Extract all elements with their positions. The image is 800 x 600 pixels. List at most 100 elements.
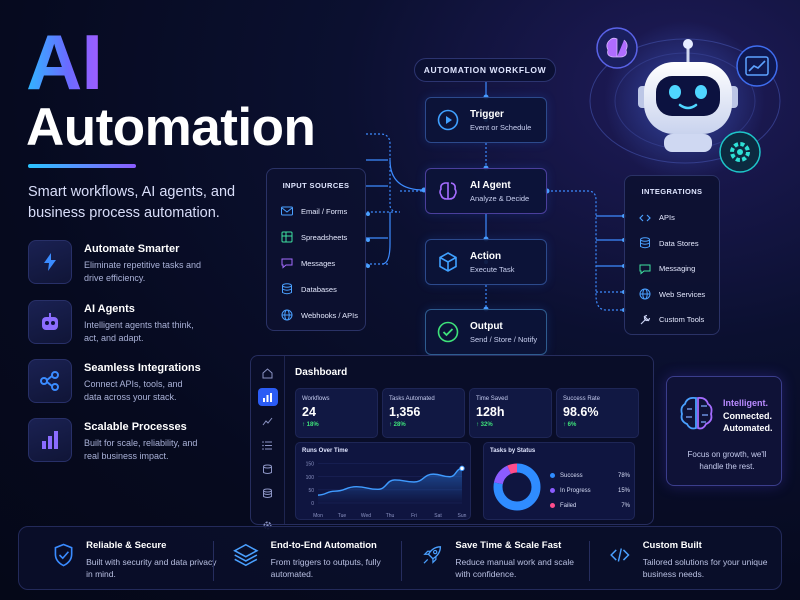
integration-apis[interactable]: APIs	[625, 205, 719, 231]
tools-icon	[640, 314, 651, 325]
x-tick-label: Fri	[411, 513, 417, 519]
stat-time-saved: Time Saved 128h ↑ 32%	[469, 388, 552, 438]
list-icon[interactable]	[258, 436, 278, 454]
feature-seamless-integrations: Seamless Integrations Connect APIs, tool…	[28, 359, 238, 415]
series-line	[317, 467, 463, 496]
database-icon[interactable]	[258, 460, 278, 478]
rocket-icon	[423, 546, 442, 564]
legend-dot	[550, 503, 555, 508]
intel-sub: Focus on growth, we'll handle the rest.	[687, 450, 767, 471]
feature-desc: Connect APIs, tools, and data across you…	[84, 379, 183, 402]
step-sub: Analyze & Decide	[470, 193, 530, 203]
x-tick-label: Sun	[458, 513, 467, 519]
x-tick-label: Thu	[386, 513, 395, 519]
benefit-custom-built: Custom Built Tailored solutions for your…	[609, 527, 779, 591]
source-label: Spreadsheets	[301, 232, 348, 242]
database-icon	[640, 237, 650, 249]
source-databases[interactable]: Databases	[267, 276, 365, 302]
brain-orbit-icon	[596, 27, 638, 69]
mail-icon	[281, 206, 293, 216]
legend-value: 78%	[617, 472, 630, 479]
data-point	[459, 465, 465, 472]
analytics-icon[interactable]	[257, 388, 278, 406]
source-email-forms[interactable]: Email / Forms	[267, 198, 365, 224]
stat-change: ↑ 28%	[389, 422, 406, 428]
intel-line-3: Automated.	[723, 423, 773, 433]
benefit-title: End-to-End Automation	[270, 540, 377, 551]
integration-data-stores[interactable]: Data Stores	[625, 231, 719, 257]
bar-chart-icon	[28, 418, 72, 462]
stat-change: ↑ 32%	[476, 422, 493, 428]
stat-tasks-automated: Tasks Automated 1,356 ↑ 28%	[382, 388, 465, 438]
integration-custom-tools[interactable]: Custom Tools	[625, 307, 719, 333]
source-messages[interactable]: Messages	[267, 250, 365, 276]
home-icon[interactable]	[258, 364, 278, 382]
hero-ai-heading: AI	[26, 18, 103, 106]
bottom-benefits-bar: Reliable & Secure Built with security an…	[18, 526, 782, 590]
panel-title: INTEGRATIONS	[641, 187, 703, 196]
hero-underline	[28, 164, 136, 168]
code-icon	[610, 548, 630, 562]
hero-title: Automation	[26, 98, 316, 157]
legend-dot	[550, 488, 555, 493]
workflow-step-trigger[interactable]: Trigger Event or Schedule	[425, 97, 547, 143]
benefit-desc: Built with security and data privacy in …	[86, 557, 217, 579]
step-sub: Execute Task	[470, 264, 515, 274]
cube-icon	[436, 250, 460, 274]
y-tick-label: 0	[311, 501, 314, 507]
benefit-title: Save Time & Scale Fast	[455, 540, 562, 551]
series-area	[318, 468, 462, 503]
step-title: AI Agent	[470, 179, 511, 191]
integration-label: Messaging	[659, 264, 696, 274]
brain-circuit-icon	[680, 396, 713, 430]
legend-failed: Failed 7%	[550, 498, 630, 513]
step-title: Trigger	[470, 108, 504, 120]
benefit-title: Reliable & Secure	[86, 540, 167, 551]
integration-label: Custom Tools	[659, 315, 705, 325]
intelligent-card: Intelligent. Connected. Automated. Focus…	[666, 376, 782, 486]
stat-value: 24	[302, 405, 316, 419]
play-icon	[436, 108, 460, 132]
feature-title: AI Agents	[84, 303, 135, 315]
dashboard-sidebar	[251, 356, 285, 530]
stat-label: Success Rate	[563, 396, 601, 402]
robot-orbit-decoration	[589, 21, 781, 181]
source-spreadsheets[interactable]: Spreadsheets	[267, 224, 365, 250]
stat-label: Workflows	[302, 396, 330, 402]
feature-desc: Intelligent agents that think, act, and …	[84, 320, 194, 343]
benefit-desc: From triggers to outputs, fully automate…	[270, 557, 381, 579]
legend-in-progress: In Progress 15%	[550, 483, 630, 498]
check-circle-icon	[436, 320, 460, 344]
database-icon	[282, 283, 292, 295]
y-tick-label: 150	[306, 462, 315, 468]
benefit-save-time: Save Time & Scale Fast Reduce manual wor…	[421, 527, 591, 591]
layers-icon	[233, 543, 259, 567]
trend-icon[interactable]	[258, 412, 278, 430]
intel-line-1: Intelligent.	[723, 398, 768, 408]
integration-messaging[interactable]: Messaging	[625, 256, 719, 282]
dashboard-title: Dashboard	[295, 367, 348, 378]
panel-title: INPUT SOURCES	[282, 181, 350, 190]
legend-label: In Progress	[560, 487, 591, 494]
legend-dot	[550, 473, 555, 478]
workflow-step-action[interactable]: Action Execute Task	[425, 239, 547, 285]
workflow-step-ai-agent[interactable]: AI Agent Analyze & Decide	[425, 168, 547, 214]
integration-web-services[interactable]: Web Services	[625, 282, 719, 308]
stat-success-rate: Success Rate 98.6% ↑ 6%	[556, 388, 639, 438]
shield-check-icon	[54, 543, 73, 567]
integration-label: Web Services	[659, 289, 706, 299]
storage-icon[interactable]	[258, 484, 278, 502]
legend-value: 7%	[621, 502, 630, 509]
input-sources-panel: INPUT SOURCES Email / Forms Spreadsheets…	[266, 168, 366, 331]
status-legend: Success 78% In Progress 15% Failed 7%	[550, 468, 630, 513]
runs-chart-title: Runs Over Time	[302, 448, 348, 454]
integration-label: Data Stores	[659, 238, 699, 248]
workflow-step-output[interactable]: Output Send / Store / Notify	[425, 309, 547, 355]
source-webhooks-apis[interactable]: Webhooks / APIs	[267, 302, 365, 328]
feature-automate-smarter: Automate Smarter Eliminate repetitive ta…	[28, 240, 238, 296]
status-donut-chart	[493, 463, 541, 511]
integration-label: APIs	[659, 213, 675, 223]
legend-value: 15%	[617, 487, 630, 494]
